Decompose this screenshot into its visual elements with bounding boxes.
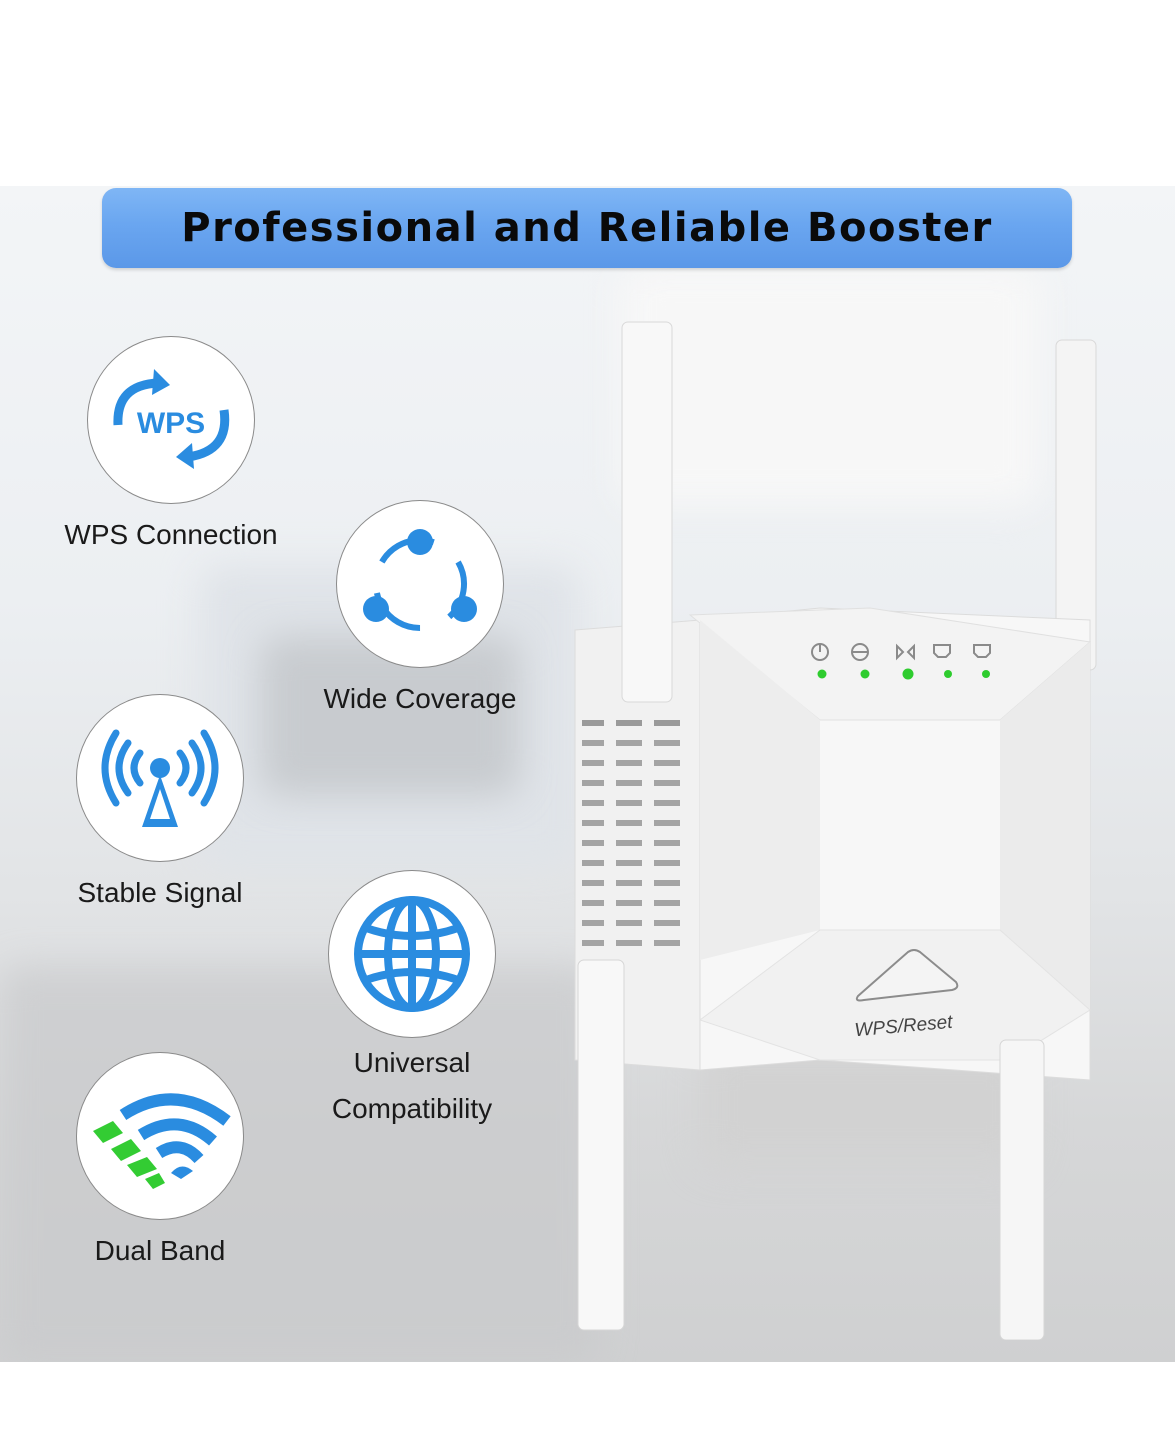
feature-label: Wide Coverage	[323, 683, 517, 714]
feature-label: Universal	[353, 1047, 471, 1078]
feature-universal-compatibility: Universal Compatibility	[300, 870, 524, 1132]
feature-label: Dual Band	[94, 1235, 226, 1266]
feature-wide-coverage: Wide Coverage	[300, 500, 540, 722]
feature-stable-signal: Stable Signal	[40, 694, 280, 916]
wps-arrows-icon: WPS	[87, 336, 255, 504]
feature-label: Stable Signal	[77, 877, 243, 908]
title-banner: Professional and Reliable Booster	[102, 188, 1072, 268]
dual-wifi-icon	[76, 1052, 244, 1220]
svg-text:WPS: WPS	[137, 407, 205, 440]
feature-wps-connection: WPS WPS Connection	[40, 336, 302, 558]
antenna-tower-icon	[76, 694, 244, 862]
share-nodes-icon	[336, 500, 504, 668]
feature-dual-band: Dual Band	[60, 1052, 260, 1274]
wifi-extender-device: WPS/Reset	[570, 320, 1110, 1341]
globe-icon	[328, 870, 496, 1038]
feature-label-line2: Compatibility	[331, 1093, 493, 1124]
banner-title: Professional and Reliable Booster	[181, 205, 993, 251]
feature-label: WPS Connection	[64, 519, 278, 550]
